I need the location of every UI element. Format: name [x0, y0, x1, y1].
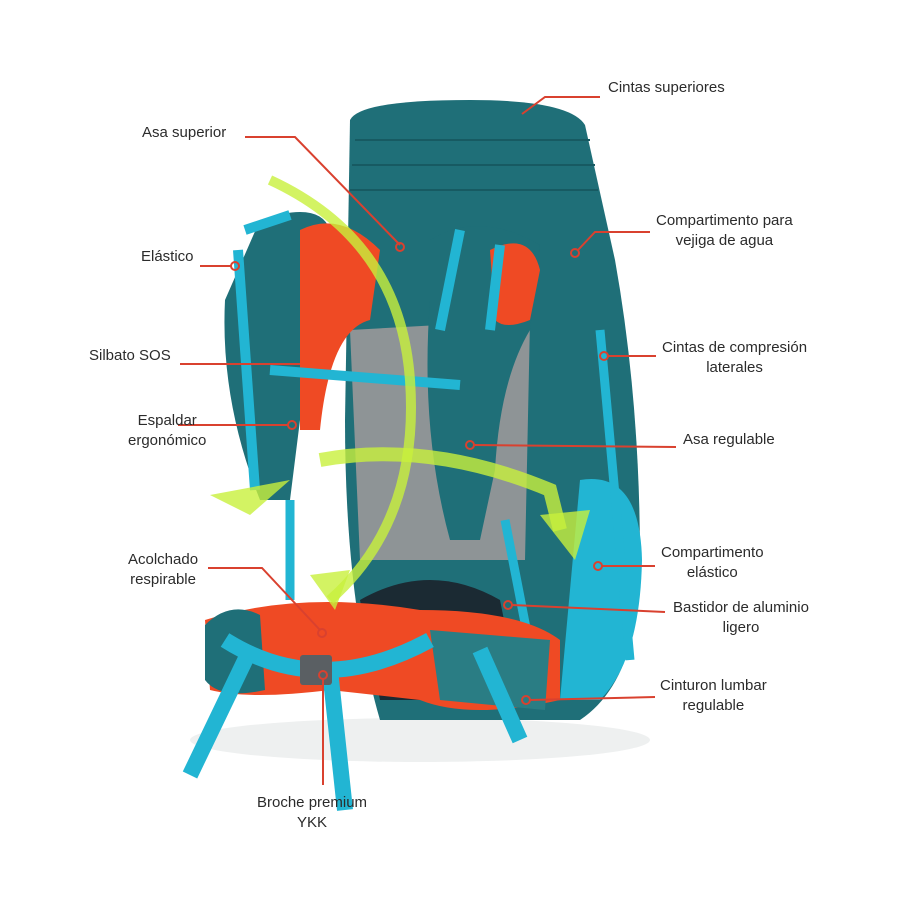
callout-markers	[230, 242, 609, 705]
label-text: Compartimento	[661, 544, 764, 561]
label-compartimento-vejiga: Compartimento para vejiga de agua	[656, 211, 793, 251]
label-text: laterales	[706, 359, 763, 376]
label-text: Broche premium	[257, 794, 368, 811]
label-text: ligero	[722, 619, 760, 636]
leader-lines	[178, 96, 677, 785]
label-text: Espaldar	[137, 412, 197, 429]
leader-acolchado	[208, 567, 321, 631]
label-text: Cintas superiores	[608, 79, 725, 96]
label-text: Bastidor de aluminio	[673, 599, 809, 616]
label-espaldar: Espaldar ergonómico	[128, 411, 206, 451]
label-text: regulable	[682, 697, 745, 714]
label-elastico: Elástico	[141, 247, 194, 267]
label-text: Asa superior	[142, 124, 227, 141]
label-text: Compartimento para	[656, 212, 793, 229]
label-text: Cintas de compresión	[662, 339, 808, 356]
leader-vejiga	[577, 231, 650, 251]
label-text: respirable	[130, 571, 196, 588]
label-bastidor: Bastidor de aluminio ligero	[673, 598, 809, 638]
leader-asa-superior	[245, 136, 401, 246]
leader-bastidor	[511, 604, 666, 613]
label-compartimento-elastico: Compartimento elástico	[661, 543, 764, 583]
label-text: ergonómico	[128, 432, 207, 449]
leader-asa-regulable	[473, 444, 677, 448]
label-acolchado: Acolchado respirable	[128, 550, 198, 590]
label-text: vejiga de agua	[675, 232, 774, 249]
leader-cintas-superiores	[521, 96, 600, 115]
label-text: elástico	[686, 564, 738, 581]
label-text: YKK	[297, 814, 328, 831]
label-cinturon: Cinturon lumbar regulable	[660, 676, 767, 716]
leader-cinturon	[529, 696, 656, 701]
label-asa-regulable: Asa regulable	[683, 430, 775, 450]
label-text: Silbato SOS	[89, 347, 171, 364]
label-silbato: Silbato SOS	[89, 346, 171, 366]
label-text: Acolchado	[128, 551, 199, 568]
label-text: Elástico	[141, 248, 194, 265]
label-text: Cinturon lumbar	[660, 677, 767, 694]
label-text: Asa regulable	[683, 431, 775, 448]
label-cintas-superiores: Cintas superiores	[608, 78, 725, 98]
label-cintas-compresion: Cintas de compresión laterales	[662, 338, 807, 378]
label-asa-superior: Asa superior	[142, 123, 226, 143]
